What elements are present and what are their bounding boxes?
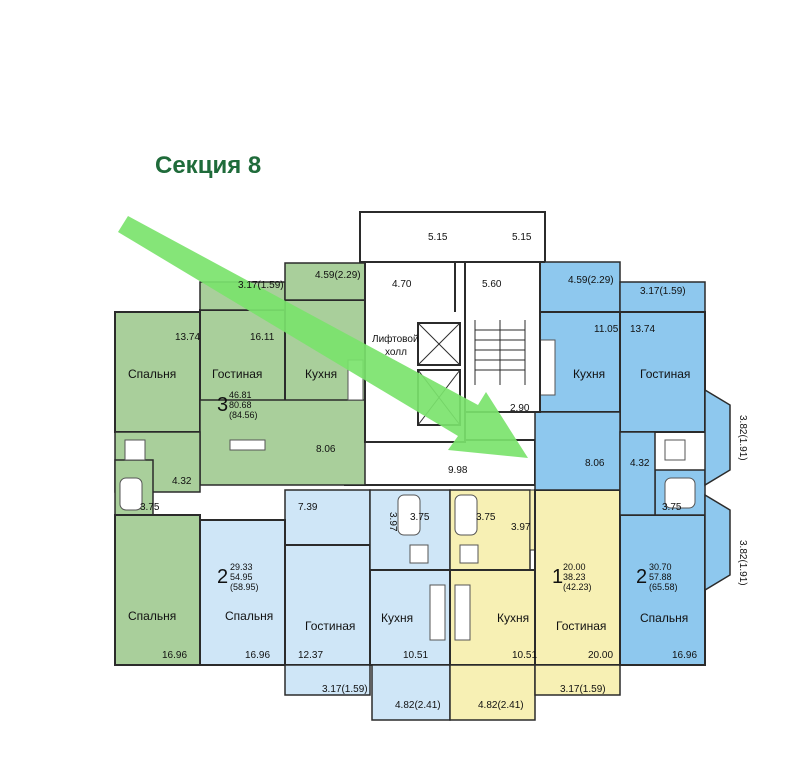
label-kitchen-1l: Кухня — [381, 611, 413, 625]
room-living-1r — [534, 489, 621, 666]
living-3r: 80.68 — [229, 400, 252, 410]
area-bath-2l: 3.97 — [387, 512, 398, 532]
label-living-2l: Гостиная — [305, 619, 355, 633]
area-kitchen-1r: 10.51 — [512, 650, 537, 661]
loggia-top-2rt: 4.59(2.29) — [568, 275, 614, 286]
total-3r: 46.81 — [229, 390, 252, 400]
balcony-bottom-1r: 3.17(1.59) — [560, 684, 606, 695]
label-bedroom1-3r: Спальня — [128, 367, 176, 381]
area-hall-2rt: 8.06 — [585, 458, 605, 469]
room-corridor-2rt — [619, 431, 656, 516]
balcony-bottom-2l — [284, 664, 371, 696]
loggia-bottom-1l — [371, 664, 451, 721]
area-vestibule-left: 4.70 — [392, 279, 412, 290]
apartment-2room-right — [619, 469, 731, 666]
apartment-2room-right-top — [534, 261, 731, 516]
room-hall-2l — [284, 489, 371, 546]
pointer-arrow — [118, 216, 528, 458]
balcony-side-2rt: 3.82(1.91) — [737, 415, 748, 461]
label-living-3r: Гостиная — [212, 367, 262, 381]
area-bath-1l: 3.75 — [410, 512, 430, 523]
area-living-3r: 16.11 — [250, 332, 275, 343]
rooms-1r: 1 — [552, 566, 563, 588]
label-kitchen-2rt: Кухня — [573, 367, 605, 381]
room-living-2rt — [619, 311, 706, 433]
area-kitchen-1l: 10.51 — [403, 650, 428, 661]
loggia-bottom-1r — [449, 664, 536, 721]
loggia-top-3r: 4.59(2.29) — [315, 270, 361, 281]
area-bedroom-2r: 16.96 — [672, 650, 697, 661]
withbalcony-2l: (58.95) — [230, 582, 259, 592]
area-stair: 2.90 — [510, 403, 530, 414]
area-kitchen-2rt: 11.05 — [594, 324, 619, 335]
loggia-bottom-1l: 4.82(2.41) — [395, 700, 441, 711]
balcony-top-2rt: 3.17(1.59) — [640, 286, 686, 297]
area-bath-3r: 3.75 — [140, 502, 160, 513]
living-2r: 57.88 — [649, 572, 672, 582]
withbalcony-2r: (65.58) — [649, 582, 678, 592]
area-vestibule-right: 5.60 — [482, 279, 502, 290]
area-corridor: 9.98 — [448, 465, 468, 476]
stair-steps — [474, 320, 526, 385]
rooms-2l: 2 — [217, 566, 228, 588]
total-1r: 20.00 — [563, 562, 586, 572]
room-bedroom-2 — [114, 514, 201, 666]
withbalcony-1r: (42.23) — [563, 582, 592, 592]
total-2l: 29.33 — [230, 562, 253, 572]
room-living-2l — [284, 544, 371, 666]
balcony-top-2rt — [619, 281, 706, 313]
area-hall-1r: 3.97 — [511, 522, 531, 533]
rooms-3r: 3 — [217, 394, 228, 416]
apartment-2room-left — [199, 489, 371, 696]
area-bedroom2-3r: 16.96 — [162, 650, 187, 661]
area-bath-2r: 3.75 — [662, 502, 682, 513]
label-living-1r: Гостиная — [556, 619, 606, 633]
room-bedroom-2l — [199, 519, 286, 666]
area-top-left: 5.15 — [428, 232, 448, 243]
balcony-bottom-2l: 3.17(1.59) — [322, 684, 368, 695]
apartment-1room — [449, 489, 621, 721]
rooms-2r: 2 — [636, 566, 647, 588]
total-2r: 30.70 — [649, 562, 672, 572]
elevator-hall-line1: Лифтовой — [372, 333, 419, 345]
area-bedroom1-3r: 13.74 — [175, 332, 200, 343]
room-bedroom-2r — [619, 514, 706, 666]
section-title: Секция 8 — [155, 152, 261, 179]
area-corridor-3r: 4.32 — [172, 476, 192, 487]
balcony-side-2r: 3.82(1.91) — [737, 540, 748, 586]
area-living-2rt: 13.74 — [630, 324, 655, 335]
room-bedroom-1 — [114, 311, 201, 433]
living-2l: 54.95 — [230, 572, 253, 582]
area-corridor-2rt: 4.32 — [630, 458, 650, 469]
withbalcony-3r: (84.56) — [229, 410, 258, 420]
loggia-bottom-1r: 4.82(2.41) — [478, 700, 524, 711]
loggia-top-2rt — [539, 261, 621, 313]
area-bath-1r: 3.75 — [476, 512, 496, 523]
label-kitchen-1r: Кухня — [497, 611, 529, 625]
area-living-1r: 20.00 — [588, 650, 613, 661]
label-bedroom-2r: Спальня — [640, 611, 688, 625]
area-hall-3r: 8.06 — [316, 444, 336, 455]
area-living-2l: 12.37 — [298, 650, 323, 661]
balcony-top-3r: 3.17(1.59) — [238, 280, 284, 291]
label-bedroom-2l: Спальня — [225, 609, 273, 623]
area-top-right: 5.15 — [512, 232, 532, 243]
room-hall-2rt — [534, 411, 621, 491]
balcony-bottom-1r — [534, 664, 621, 696]
label-living-2rt: Гостиная — [640, 367, 690, 381]
area-hall-2l: 7.39 — [298, 502, 318, 513]
area-bedroom-2l: 16.96 — [245, 650, 270, 661]
label-bedroom2-3r: Спальня — [128, 609, 176, 623]
balcony-side-2rt — [704, 388, 731, 487]
balcony-side-2r — [704, 493, 731, 592]
apartment-1room-left — [369, 489, 451, 721]
loggia-top-kitchen — [284, 262, 366, 301]
label-kitchen-3r: Кухня — [305, 367, 337, 381]
elevator-hall-line2: холл — [385, 347, 407, 358]
living-1r: 38.23 — [563, 572, 586, 582]
